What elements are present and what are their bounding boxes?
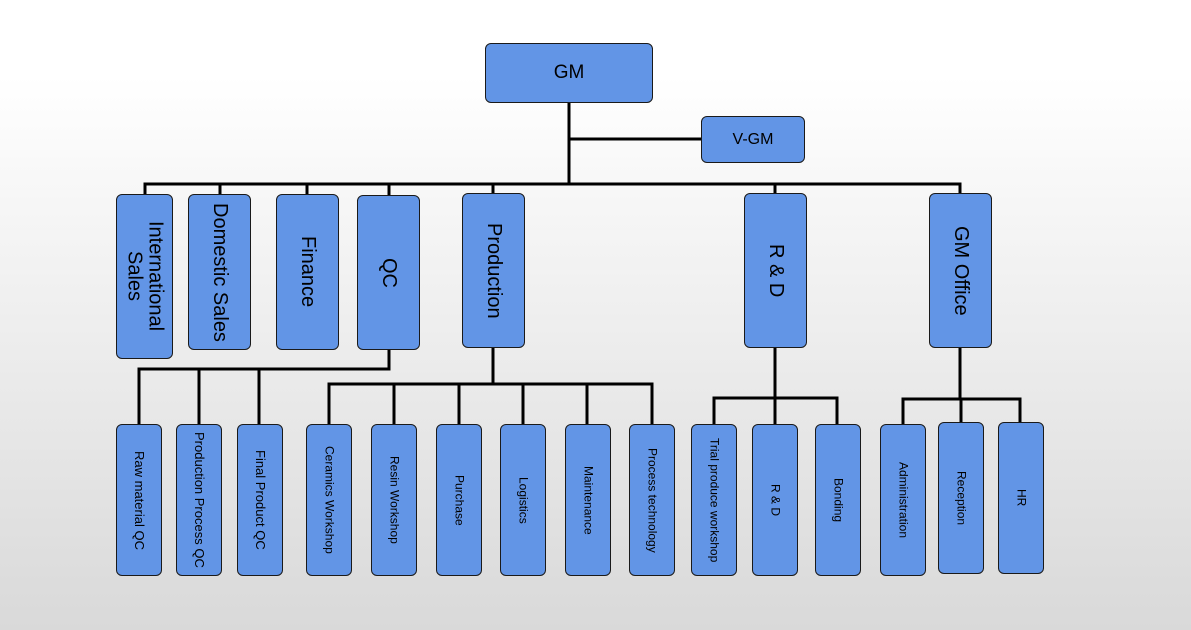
- unit-label: Resin Workshop: [387, 456, 402, 544]
- department-production: Production: [462, 193, 525, 348]
- unit-label: Administration: [896, 461, 911, 539]
- unit-ceramics-workshop: Ceramics Workshop: [306, 424, 352, 576]
- unit-label: Trial produce workshop: [707, 437, 722, 563]
- gm-label: GM: [553, 61, 585, 83]
- unit-maintenance: Maintenance: [565, 424, 611, 576]
- department-label: GM Office: [950, 225, 972, 316]
- unit-label: Process technology: [645, 447, 660, 553]
- department-label: Domestic Sales: [209, 202, 231, 342]
- department-label: R & D: [765, 243, 787, 298]
- department-rd: R & D: [744, 193, 807, 348]
- unit-purchase: Purchase: [436, 424, 482, 576]
- unit-logistics: Logistics: [500, 424, 546, 576]
- unit-bonding: Bonding: [815, 424, 861, 576]
- unit-raw-material-qc: Raw material QC: [116, 424, 162, 576]
- unit-label: HR: [1014, 489, 1029, 507]
- department-label: QC: [378, 257, 400, 288]
- unit-label: Purchase: [452, 474, 467, 526]
- unit-label: Logistics: [516, 476, 531, 524]
- unit-trial-produce-workshop: Trial produce workshop: [691, 424, 737, 576]
- gm-box: GM: [485, 43, 653, 103]
- department-qc: QC: [357, 195, 420, 350]
- unit-final-product-qc: Final Product QC: [237, 424, 283, 576]
- unit-production-process-qc: Production Process QC: [176, 424, 222, 576]
- department-label: Production: [483, 222, 505, 319]
- department-gm-office: GM Office: [929, 193, 992, 348]
- unit-label: R & D: [768, 483, 783, 516]
- department-domestic-sales: Domestic Sales: [188, 194, 251, 350]
- unit-administration: Administration: [880, 424, 926, 576]
- unit-label: Final Product QC: [252, 450, 268, 550]
- unit-reception: Reception: [938, 422, 984, 574]
- unit-label: Ceramics Workshop: [322, 446, 337, 554]
- department-finance: Finance: [276, 194, 339, 350]
- unit-resin-workshop: Resin Workshop: [371, 424, 417, 576]
- department-international-sales: International Sales: [116, 194, 173, 359]
- vgm-label: V-GM: [732, 130, 774, 148]
- unit-label: Production Process QC: [191, 432, 207, 568]
- unit-hr: HR: [998, 422, 1044, 574]
- unit-process-technology: Process technology: [629, 424, 675, 576]
- unit-rd: R & D: [752, 424, 798, 576]
- department-label: Finance: [297, 236, 319, 308]
- vgm-box: V-GM: [701, 116, 805, 163]
- unit-label: Bonding: [831, 477, 846, 523]
- unit-label: Raw material QC: [131, 450, 147, 550]
- unit-label: Maintenance: [581, 465, 596, 535]
- department-label: International Sales: [123, 221, 167, 332]
- unit-label: Reception: [954, 470, 969, 526]
